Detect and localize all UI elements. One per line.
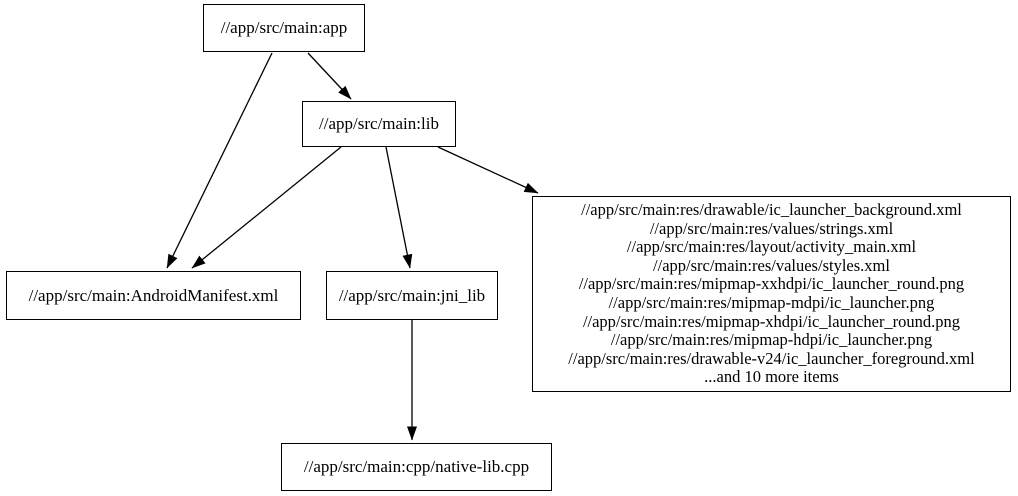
res-file-line: //app/src/main:res/drawable/ic_launcher_…: [581, 200, 962, 220]
edge-lib-to-res-group: [437, 146, 539, 194]
edge-app-to-manifest: [166, 52, 273, 269]
graph-node-native-lib-cpp-label: //app/src/main:cpp/native-lib.cpp: [303, 457, 530, 477]
graph-node-lib: //app/src/main:lib: [302, 101, 456, 147]
res-file-line: //app/src/main:res/drawable-v24/ic_launc…: [568, 348, 975, 368]
graph-node-android-manifest-label: //app/src/main:AndroidManifest.xml: [28, 285, 279, 305]
res-file-line: //app/src/main:res/mipmap-xxhdpi/ic_laun…: [578, 274, 965, 294]
graph-node-res-file-group: //app/src/main:res/drawable/ic_launcher_…: [532, 196, 1011, 392]
res-file-line: //app/src/main:res/values/strings.xml: [649, 218, 894, 238]
graph-node-app: //app/src/main:app: [203, 4, 365, 52]
graph-node-native-lib-cpp: //app/src/main:cpp/native-lib.cpp: [281, 443, 552, 491]
edge-lib-to-jni-lib: [385, 146, 413, 269]
res-more-items-line: ...and 10 more items: [704, 367, 839, 387]
edge-app-to-lib: [307, 52, 352, 100]
res-file-line: //app/src/main:res/mipmap-xhdpi/ic_launc…: [582, 311, 961, 331]
graph-node-app-label: //app/src/main:app: [220, 18, 348, 38]
res-file-line: //app/src/main:res/mipmap-hdpi/ic_launch…: [610, 330, 933, 350]
graph-node-android-manifest: //app/src/main:AndroidManifest.xml: [6, 271, 301, 320]
graph-node-jni-lib: //app/src/main:jni_lib: [326, 271, 498, 320]
res-file-line: //app/src/main:res/mipmap-mdpi/ic_launch…: [608, 293, 935, 312]
edge-lib-to-manifest: [191, 146, 342, 269]
graph-node-jni-lib-label: //app/src/main:jni_lib: [338, 285, 486, 305]
graph-node-lib-label: //app/src/main:lib: [319, 114, 439, 134]
res-file-line: //app/src/main:res/values/styles.xml: [653, 255, 890, 275]
res-file-line: //app/src/main:res/layout/activity_main.…: [626, 237, 917, 257]
